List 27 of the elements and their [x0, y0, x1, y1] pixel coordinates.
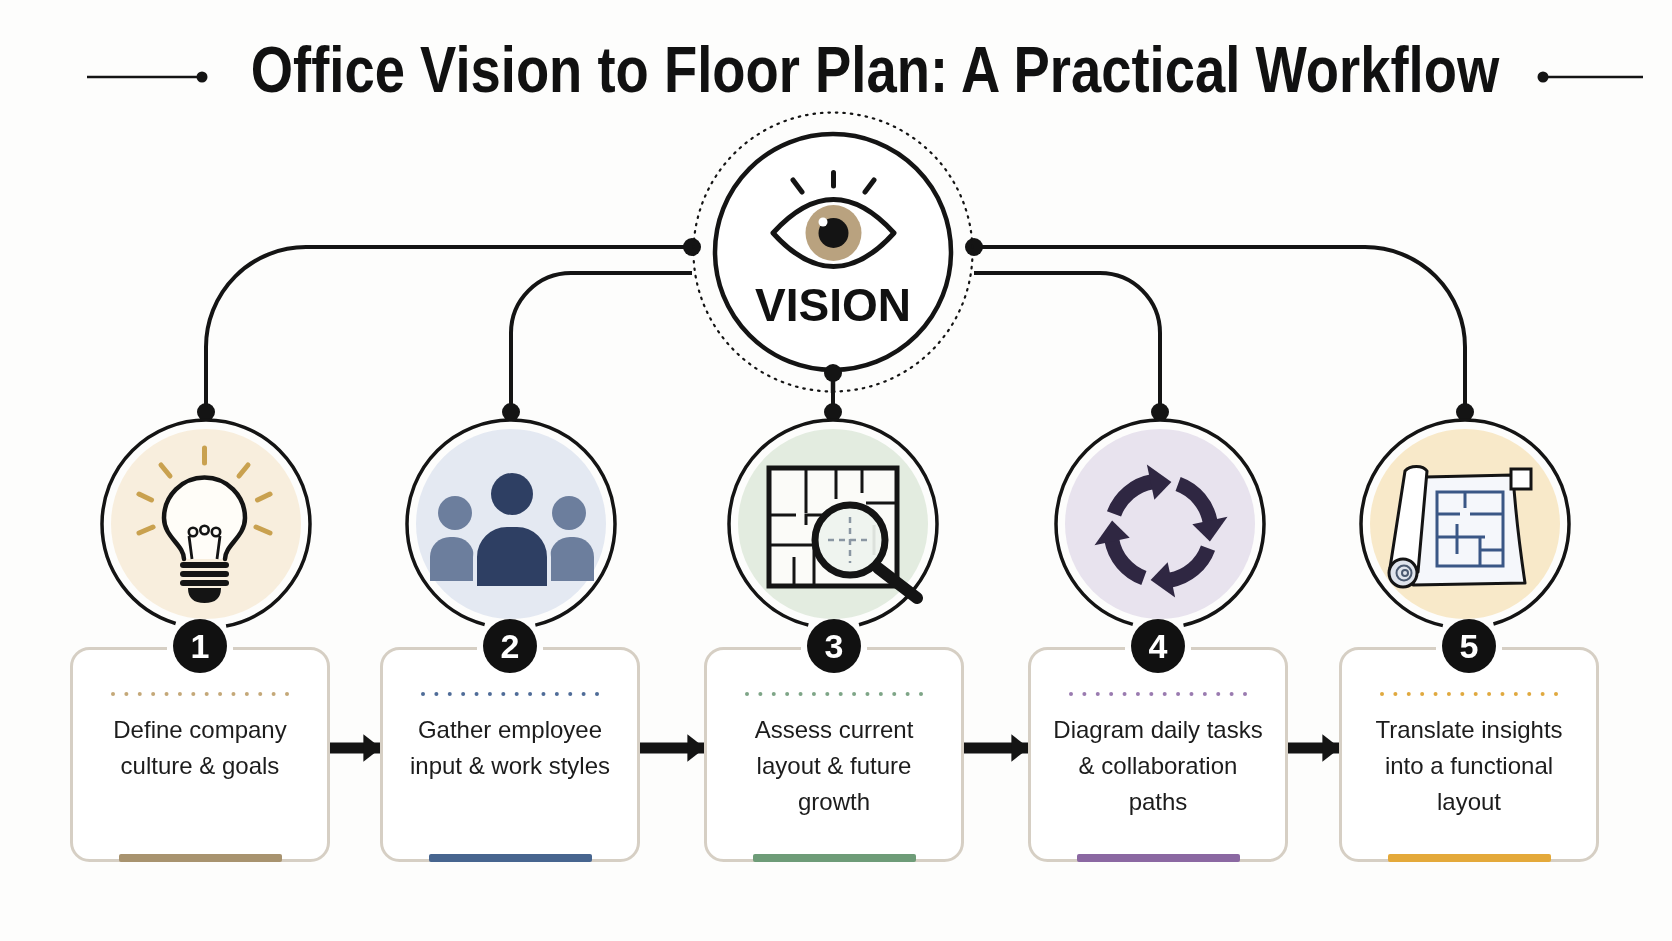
arrow — [1288, 734, 1340, 762]
step-number: 1 — [173, 619, 227, 673]
icon-circle — [1054, 418, 1266, 630]
connector-line — [824, 393, 842, 421]
connector-line — [502, 271, 692, 421]
vision-circle — [692, 111, 974, 393]
connector-line — [974, 271, 1169, 421]
arrow — [964, 734, 1029, 762]
vision-label: VISION — [755, 282, 911, 328]
arrow — [330, 734, 381, 762]
step-number: 4 — [1131, 619, 1185, 673]
step-description: Define company culture & goals — [112, 715, 288, 781]
connector-line — [965, 238, 1474, 421]
step-description: Assess current layout & future growth — [753, 715, 915, 817]
arrow — [640, 734, 705, 762]
icon-circle — [1359, 418, 1571, 630]
step-description: Translate insights into a functional layout — [1374, 715, 1564, 817]
step-number: 3 — [807, 619, 861, 673]
icon-circle — [100, 418, 312, 630]
icon-circle — [727, 418, 939, 630]
diagram-title: Office Vision to Floor Plan: A Practical Workflow — [250, 38, 1500, 102]
step-number: 5 — [1442, 619, 1496, 673]
connector-line — [197, 238, 701, 421]
step-number: 2 — [483, 619, 537, 673]
step-description: Gather employee input & work styles — [408, 715, 612, 781]
icon-circle — [405, 418, 617, 630]
step-description: Diagram daily tasks & collaboration paths — [1052, 715, 1264, 817]
